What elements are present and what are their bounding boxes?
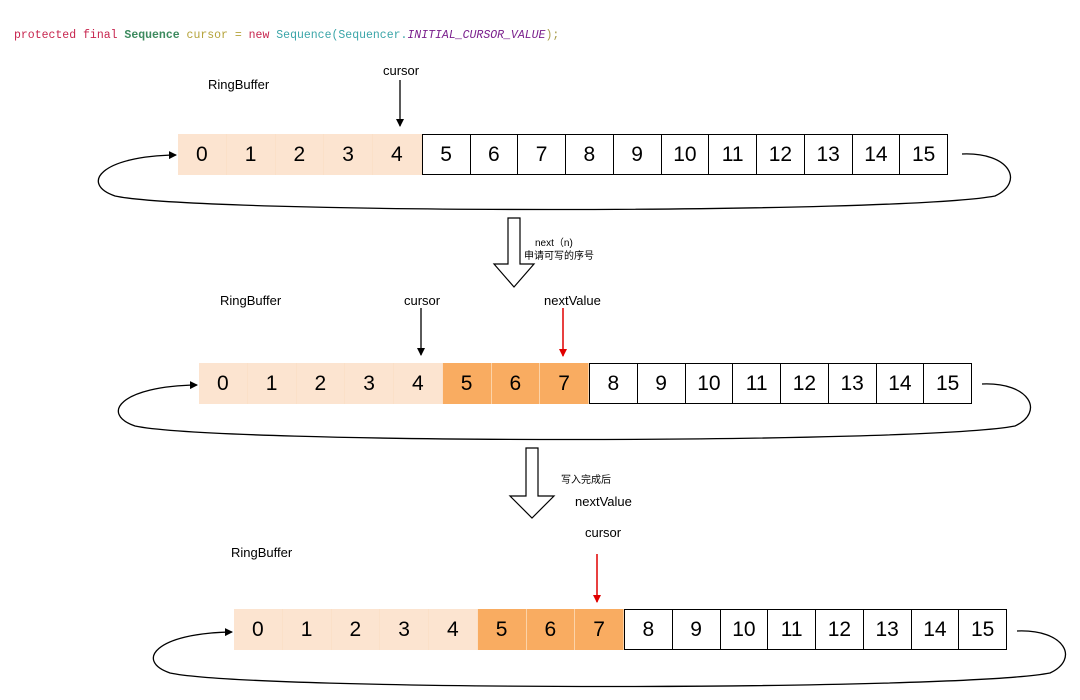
buffer-slot: 4 [394, 363, 443, 404]
buffer-slot: 0 [199, 363, 248, 404]
buffer-slot: 0 [178, 134, 227, 175]
buffer-slot: 10 [660, 134, 710, 175]
buffer-slot: 8 [565, 134, 614, 175]
ring-buffer-3: 0 1 2 3 4 5 6 7 8 9 10 11 12 13 14 15 [234, 609, 1007, 650]
buffer-slot: 10 [719, 609, 769, 650]
buffer-slot: 3 [324, 134, 373, 175]
buffer-slot: 12 [756, 134, 805, 175]
ringbuffer-title: RingBuffer [231, 545, 293, 560]
buffer-slot: 6 [469, 134, 519, 175]
buffer-slot: 10 [684, 363, 734, 404]
buffer-slot: 9 [612, 134, 662, 175]
buffer-slot: 13 [827, 363, 877, 404]
next-value-label: nextValue [575, 494, 632, 509]
buffer-slot: 8 [589, 363, 638, 404]
buffer-slot: 3 [380, 609, 429, 650]
ringbuffer-title: RingBuffer [208, 77, 270, 92]
buffer-slot: 1 [282, 609, 332, 650]
buffer-slot: 13 [803, 134, 853, 175]
transition-note-line2: 申请可写的序号 [524, 251, 594, 262]
buffer-slot: 6 [491, 363, 541, 404]
cursor-label: cursor [404, 293, 441, 308]
buffer-slot: 4 [373, 134, 422, 175]
buffer-slot: 3 [345, 363, 394, 404]
buffer-slot: 5 [442, 363, 492, 404]
buffer-slot: 14 [851, 134, 901, 175]
code-declaration: protected final Sequence cursor = new Se… [14, 29, 560, 42]
buffer-slot: 5 [477, 609, 527, 650]
buffer-slot: 7 [575, 609, 624, 650]
buffer-slot: 12 [780, 363, 829, 404]
buffer-slot: 12 [815, 609, 864, 650]
buffer-slot: 9 [636, 363, 686, 404]
ringbuffer-title: RingBuffer [220, 293, 282, 308]
buffer-slot: 13 [862, 609, 912, 650]
buffer-slot: 11 [732, 363, 781, 404]
buffer-slot: 5 [421, 134, 471, 175]
buffer-slot: 7 [540, 363, 589, 404]
buffer-slot: 8 [624, 609, 673, 650]
buffer-slot: 2 [331, 609, 381, 650]
buffer-slot: 2 [275, 134, 325, 175]
next-value-label: nextValue [544, 293, 601, 308]
wrap-around-loop [97, 151, 1012, 211]
buffer-slot: 11 [708, 134, 757, 175]
ring-buffer-1: 0 1 2 3 4 5 6 7 8 9 10 11 12 13 14 15 [178, 134, 948, 175]
cursor-label: cursor [585, 525, 622, 540]
cursor-label: cursor [383, 63, 420, 78]
transition-arrow [508, 447, 556, 519]
buffer-slot: 14 [910, 609, 960, 650]
buffer-slot: 14 [875, 363, 925, 404]
wrap-around-loop [152, 628, 1067, 688]
buffer-slot: 9 [671, 609, 721, 650]
buffer-slot: 15 [923, 363, 972, 404]
buffer-slot: 0 [234, 609, 283, 650]
buffer-slot: 1 [247, 363, 297, 404]
buffer-slot: 1 [226, 134, 276, 175]
buffer-slot: 6 [526, 609, 576, 650]
transition-note-line1: 写入完成后 [561, 475, 611, 486]
ring-buffer-2: 0 1 2 3 4 5 6 7 8 9 10 11 12 13 14 15 [199, 363, 972, 404]
buffer-slot: 2 [296, 363, 346, 404]
wrap-around-loop [117, 381, 1032, 441]
buffer-slot: 11 [767, 609, 816, 650]
buffer-slot: 7 [517, 134, 566, 175]
transition-note-line1: next（n) [535, 238, 573, 249]
buffer-slot: 15 [958, 609, 1007, 650]
buffer-slot: 4 [429, 609, 478, 650]
transition-arrow [492, 217, 536, 288]
buffer-slot: 15 [899, 134, 948, 175]
